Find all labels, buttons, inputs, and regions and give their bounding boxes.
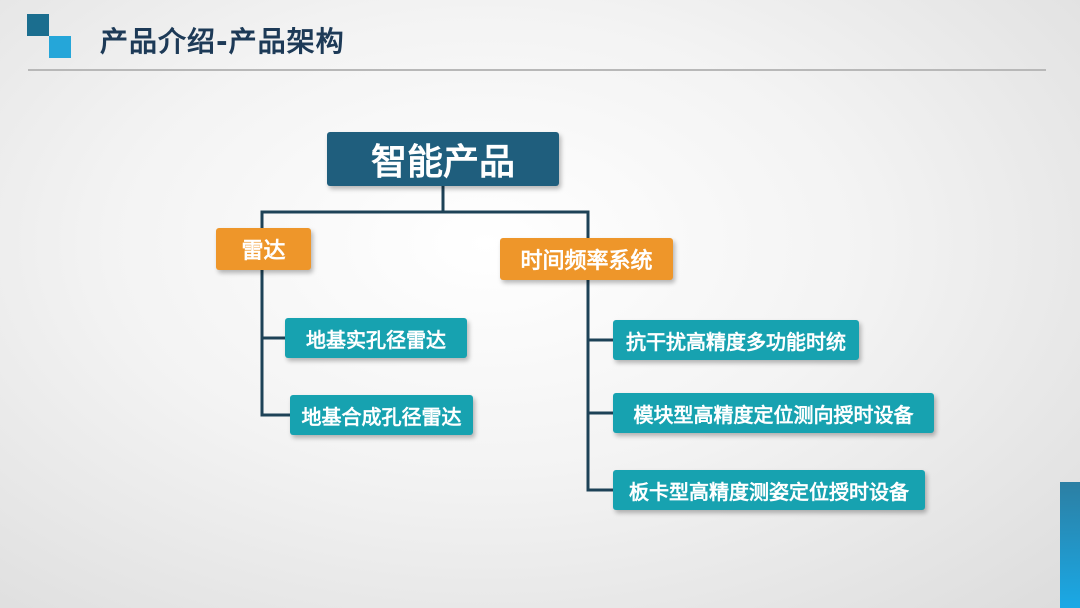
leaf-node-module-positioning-timing-device: 模块型高精度定位测向授时设备 [613, 393, 934, 433]
leaf-node-board-attitude-timing-device: 板卡型高精度测姿定位授时设备 [613, 470, 925, 510]
leaf-node-ground-synthetic-aperture-radar: 地基合成孔径雷达 [290, 395, 473, 435]
leaf-node-ground-real-aperture-radar: 地基实孔径雷达 [285, 318, 467, 358]
page-title: 产品介绍-产品架构 [100, 25, 345, 58]
root-node: 智能产品 [327, 132, 559, 186]
leaf-node-anti-jamming-timing-system: 抗干扰高精度多功能时统 [613, 320, 859, 360]
title-divider [28, 69, 1046, 71]
logo-square-light [49, 36, 71, 58]
category-node-radar: 雷达 [216, 228, 311, 270]
category-node-time-frequency: 时间频率系统 [500, 238, 673, 280]
logo-square-dark [27, 14, 49, 36]
corner-accent-bar [1060, 482, 1080, 608]
